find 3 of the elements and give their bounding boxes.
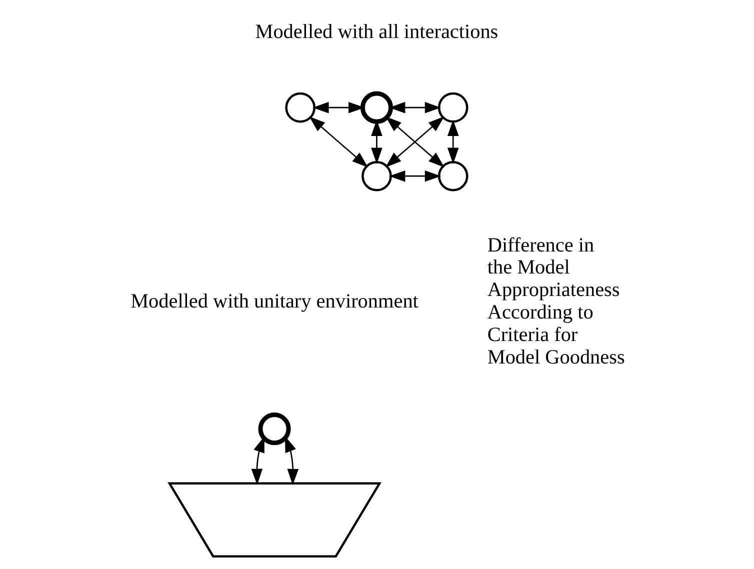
label: Modelled with unitary environment [130, 290, 418, 312]
label: Difference in the Model Appropriateness According to Criteria for Model Goodness [487, 234, 625, 369]
label: Modelled with all interactions [255, 20, 498, 43]
